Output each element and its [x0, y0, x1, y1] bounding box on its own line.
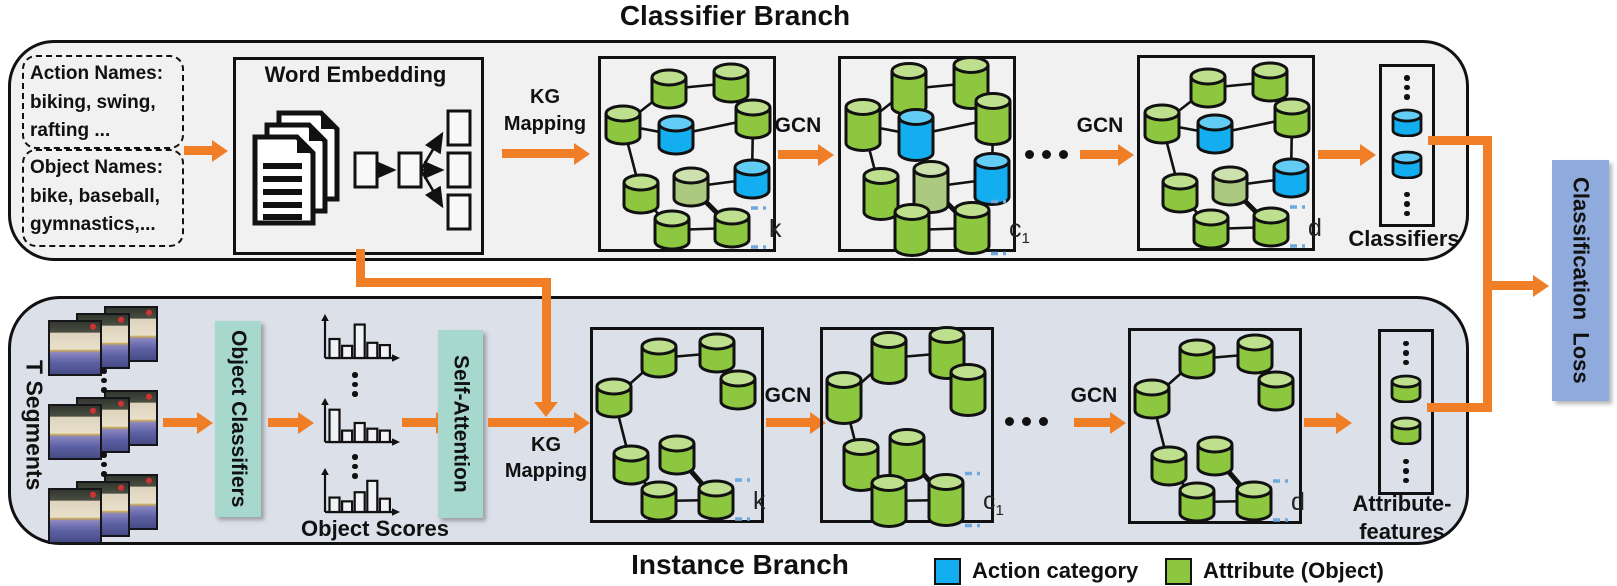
gcn-label-top-1: GCN [774, 114, 822, 137]
video-segment-stack [48, 306, 158, 376]
svg-text:d: d [1308, 214, 1322, 242]
video-frame [48, 320, 102, 376]
kg-mapping-label-bottom: KG Mapping [492, 432, 600, 484]
t-segments-label: T Segments [21, 360, 48, 491]
knowledge-graph-bottom-2: c1 [820, 326, 1004, 528]
kg-label-line: Mapping [503, 113, 587, 135]
kg-label-line: KG [530, 86, 560, 108]
action-names-line: biking, swing, [30, 91, 156, 113]
vertical-dots [1403, 458, 1409, 484]
object-names-line: gymnastics,... [30, 214, 156, 235]
gcn-label-top-2: GCN [1076, 114, 1124, 137]
object-names-line: Object Names: [30, 157, 164, 178]
arrow-graph-to-classifiers [1318, 150, 1360, 159]
svg-text:k: k [769, 215, 782, 243]
attribute-features-line: features [1359, 518, 1445, 544]
arrow-scores-to-attention [402, 418, 436, 427]
attribute-features-line: Attribute- [1352, 491, 1452, 516]
knowledge-graph-bottom-3: d [1128, 328, 1305, 524]
vertical-dots [101, 452, 107, 477]
legend-attribute-swatch [1165, 558, 1192, 585]
classifier-cylinder-icon [1389, 108, 1425, 142]
vertical-dots [101, 368, 107, 393]
attribute-cylinder-icon [1388, 416, 1424, 450]
classifiers-box [1379, 64, 1435, 227]
object-scores-chart-2 [318, 398, 403, 450]
ellipsis-dots-top [1025, 150, 1068, 159]
instance-branch-title: Instance Branch [631, 549, 849, 580]
kg-label-line: Mapping [504, 460, 588, 482]
arrow-gcn-top-1 [778, 150, 818, 159]
loss-connector-vertical [1483, 136, 1492, 412]
embedding-connector-arrowhead [534, 402, 558, 417]
knowledge-graph-bottom-1: k [590, 327, 766, 523]
object-scores-chart-3 [318, 468, 403, 520]
video-segment-stack [48, 474, 158, 544]
object-classifiers-label: Object Classifiers [227, 330, 250, 508]
svg-text:k: k [753, 487, 766, 515]
knowledge-graph-top-1: k [598, 56, 782, 252]
knowledge-graph-top-3: d [1137, 55, 1322, 251]
arrow-gcn-bottom-1 [766, 418, 810, 427]
embedding-flow-icon [353, 109, 472, 231]
classifier-branch-title: Classifier Branch [619, 0, 851, 31]
vertical-dots [352, 454, 358, 479]
object-scores-chart-1 [318, 314, 403, 366]
self-attention-label: Self-Attention [449, 355, 473, 493]
legend-attribute-label: Attribute (Object) [1203, 558, 1384, 583]
video-frame [48, 488, 102, 544]
knowledge-graph-top-2: c1 [838, 56, 1030, 257]
classification-loss-box: Classification Loss [1552, 160, 1609, 401]
arrow-classifiers-to-scores [268, 418, 298, 427]
documents-icon [252, 110, 340, 226]
loss-connector-bottom [1427, 403, 1492, 412]
classifiers-label: Classifiers [1348, 226, 1460, 251]
vertical-dots [1403, 340, 1409, 366]
arrow-to-loss [1491, 281, 1533, 290]
ellipsis-dots-bottom [1005, 417, 1048, 426]
attribute-cylinder-icon [1388, 374, 1424, 408]
svg-text:d: d [1291, 488, 1305, 516]
gcn-label-bottom-2: GCN [1070, 384, 1118, 407]
arrow-graph-to-features [1304, 418, 1336, 427]
self-attention-box: Self-Attention [438, 330, 483, 518]
embedding-connector-vertical [356, 249, 365, 287]
loss-connector-top [1428, 136, 1492, 145]
classifier-cylinder-icon [1389, 150, 1425, 184]
arrow-gcn-top-2 [1080, 150, 1118, 159]
attribute-features-box [1378, 329, 1434, 495]
legend-action-label: Action category [972, 558, 1139, 583]
arrow-kg-mapping-bottom [488, 418, 574, 427]
vertical-dots [352, 372, 358, 397]
object-names-box: Object Names: bike, baseball, gymnastics… [22, 149, 184, 247]
attribute-features-label: Attribute- features [1322, 490, 1482, 545]
video-segment-stack [48, 390, 158, 460]
action-names-line: Action Names: [30, 63, 164, 84]
action-names-line: rafting ... [30, 120, 111, 141]
embedding-connector-horizontal [356, 278, 551, 287]
classification-loss-label: Classification Loss [1568, 177, 1594, 384]
arrow-gcn-bottom-2 [1074, 418, 1110, 427]
object-names-line: bike, baseball, [30, 185, 160, 207]
word-embedding-label: Word Embedding [264, 62, 447, 87]
arrow-segments-to-classifiers [163, 418, 197, 427]
video-frame [48, 404, 102, 460]
kg-mapping-label-top: KG Mapping [492, 84, 598, 138]
legend-action-swatch [934, 558, 961, 585]
vertical-dots [1404, 75, 1410, 100]
action-names-box: Action Names: biking, swing, rafting ... [22, 55, 184, 149]
gcn-label-bottom-1: GCN [764, 384, 812, 407]
arrow-names-to-embedding [184, 146, 212, 155]
object-classifiers-box: Object Classifiers [215, 321, 261, 517]
object-scores-label: Object Scores [301, 516, 449, 541]
embedding-connector-drop [542, 278, 551, 402]
kg-label-line: KG [531, 434, 561, 456]
vertical-dots [1404, 191, 1410, 216]
arrow-kg-mapping-top [502, 149, 574, 158]
